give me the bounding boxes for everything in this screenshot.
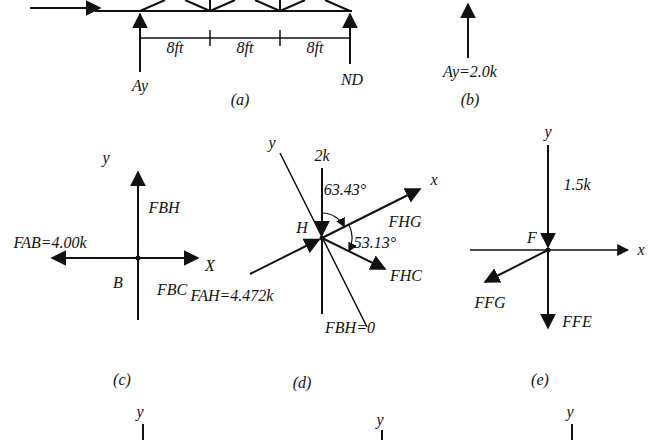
force-arrow bbox=[52, 257, 138, 259]
label: (d) bbox=[291, 374, 314, 392]
label: y bbox=[564, 403, 575, 421]
dimension-tick bbox=[279, 30, 281, 46]
truss-member bbox=[255, 0, 280, 11]
truss-member bbox=[185, 0, 210, 11]
label: 53.13° bbox=[352, 234, 398, 252]
label: y bbox=[542, 123, 553, 141]
label: X bbox=[203, 257, 217, 275]
label: 8ft bbox=[165, 39, 186, 57]
angle-arc bbox=[349, 225, 352, 252]
axis bbox=[381, 430, 383, 440]
label: (a) bbox=[229, 91, 252, 109]
joint-dot bbox=[546, 248, 551, 253]
label: FBH=0 bbox=[323, 319, 377, 337]
label: y bbox=[100, 149, 111, 167]
axis bbox=[138, 257, 198, 259]
label: FFG bbox=[472, 294, 507, 312]
label: y bbox=[134, 403, 145, 421]
truss-member bbox=[280, 0, 305, 11]
dimension-tick bbox=[209, 30, 211, 46]
joint-dot bbox=[320, 236, 325, 241]
label: Ay=2.0k bbox=[441, 63, 499, 81]
label: x bbox=[428, 171, 439, 189]
label: FAH=4.472k bbox=[189, 287, 276, 305]
label: F bbox=[525, 229, 539, 247]
force-arrow bbox=[485, 250, 548, 282]
label: 63.43° bbox=[322, 181, 368, 199]
label: 1.5k bbox=[561, 176, 592, 194]
truss-member bbox=[209, 0, 211, 11]
axis bbox=[571, 424, 573, 440]
label: y bbox=[266, 134, 277, 152]
label: 2k bbox=[312, 147, 331, 165]
label: FHG bbox=[387, 213, 424, 231]
label: Ay bbox=[130, 77, 150, 95]
label: ND bbox=[339, 71, 365, 89]
truss-member bbox=[325, 0, 350, 11]
label: FHC bbox=[388, 267, 424, 285]
force-arrow bbox=[547, 250, 549, 328]
label: 8ft bbox=[305, 39, 326, 57]
angle-arc bbox=[322, 213, 344, 227]
truss-member bbox=[140, 0, 165, 11]
truss-chord bbox=[95, 10, 352, 12]
axis bbox=[142, 424, 144, 440]
reaction-arrow bbox=[139, 14, 141, 72]
label: FFE bbox=[560, 313, 593, 331]
label: (c) bbox=[111, 371, 133, 389]
label: x bbox=[635, 241, 646, 259]
label: (b) bbox=[459, 91, 482, 109]
label: FBH bbox=[146, 199, 181, 217]
force-line bbox=[321, 238, 323, 314]
force-arrow bbox=[321, 168, 323, 235]
reaction-arrow bbox=[467, 4, 469, 58]
load-arrow bbox=[30, 7, 100, 9]
force-arrow bbox=[250, 240, 319, 275]
label: B bbox=[111, 274, 125, 292]
label: 8ft bbox=[235, 39, 256, 57]
joint-dot bbox=[136, 256, 141, 261]
label: y bbox=[374, 411, 385, 429]
force-arrow bbox=[137, 172, 139, 320]
dimension-line bbox=[140, 37, 350, 39]
truss-member bbox=[210, 0, 235, 11]
force-arrow bbox=[547, 145, 549, 247]
label: FAB=4.00k bbox=[11, 234, 88, 252]
reaction-arrow bbox=[349, 14, 351, 64]
label: FBC bbox=[155, 281, 189, 299]
truss-member bbox=[279, 0, 281, 11]
label: H bbox=[294, 219, 310, 237]
label: (e) bbox=[529, 371, 551, 389]
